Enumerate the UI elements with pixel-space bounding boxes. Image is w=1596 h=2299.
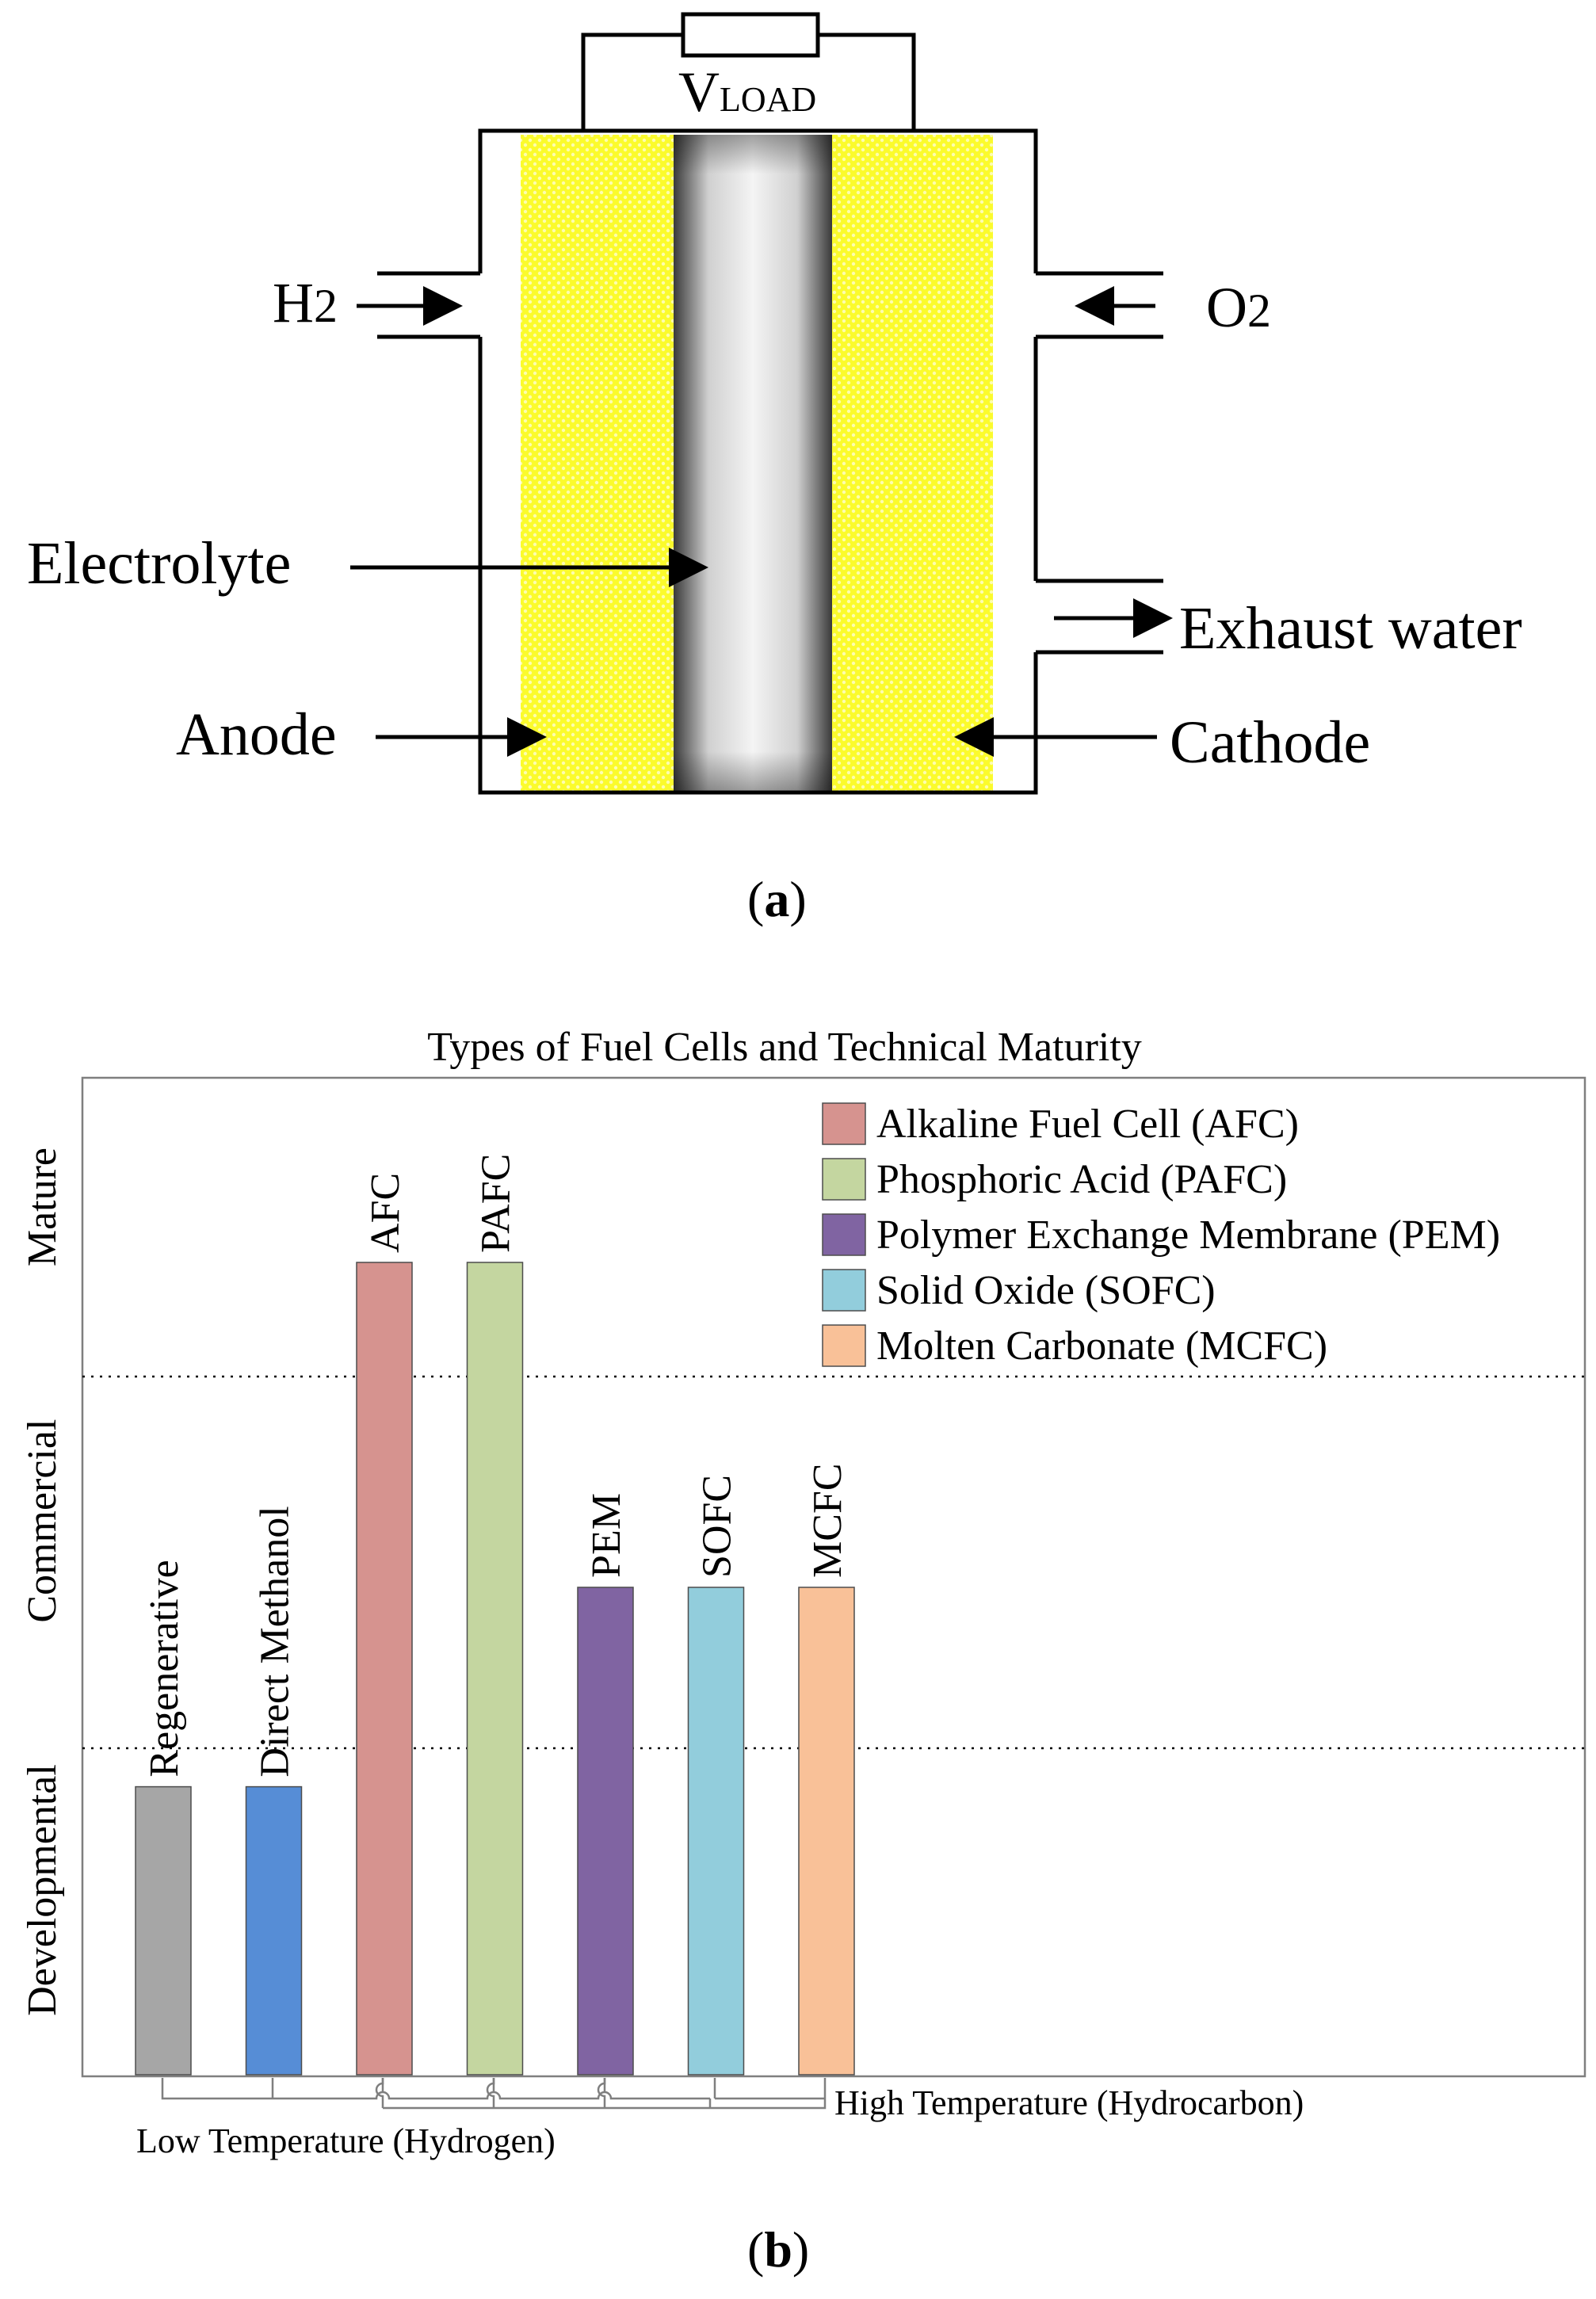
- legend-swatch: [822, 1102, 866, 1145]
- maturity-level-labels: Developmental Commercial Mature: [20, 1148, 65, 2016]
- bar-label: Direct Methanol: [253, 1506, 298, 1777]
- bar-direct-methanol: [245, 1785, 303, 2076]
- bar-label: Regenerative: [142, 1560, 187, 1777]
- bar-sofc: [687, 1587, 745, 2076]
- bar-mcfc: [798, 1587, 855, 2076]
- bar-group: [135, 1262, 855, 2076]
- bar-label: PAFC: [474, 1154, 519, 1253]
- fuel-cell-diagram: VLOAD H2: [27, 12, 1522, 927]
- temperature-group-brackets: [161, 2078, 827, 2110]
- legend: Alkaline Fuel Cell (AFC) Phosphoric Acid …: [822, 1102, 1500, 1369]
- load-resistor: [681, 12, 820, 58]
- maturity-level-label: Mature: [20, 1148, 65, 1266]
- maturity-level-label: Commercial: [20, 1419, 65, 1623]
- h2-label: H2: [273, 271, 338, 334]
- legend-swatch: [822, 1324, 866, 1367]
- anode-electrode: [521, 135, 674, 791]
- legend-label: Polymer Exchange Membrane (PEM): [876, 1213, 1500, 1258]
- bar-label: MCFC: [805, 1463, 850, 1578]
- high-temperature-label: High Temperature (Hydrocarbon): [834, 2083, 1304, 2122]
- legend-swatch: [822, 1213, 866, 1256]
- bar-label: AFC: [363, 1173, 408, 1253]
- legend-label: Alkaline Fuel Cell (AFC): [876, 1102, 1299, 1147]
- cell-housing: [377, 128, 1163, 795]
- o2-label: O2: [1206, 276, 1271, 339]
- plot-frame: [81, 1076, 1586, 2078]
- bar-regenerative: [135, 1785, 192, 2076]
- bar-label: PEM: [584, 1493, 629, 1578]
- load-label: VLOAD: [678, 60, 816, 124]
- legend-swatch: [822, 1158, 866, 1201]
- electrolyte-membrane-shade: [674, 135, 832, 791]
- bar-afc: [356, 1262, 413, 2076]
- bar-pem: [577, 1587, 634, 2076]
- load-wire: [818, 32, 916, 131]
- low-temperature-bracket: [161, 2078, 710, 2100]
- legend-swatch: [822, 1269, 866, 1312]
- panel-a-caption: (a): [747, 871, 807, 927]
- cathode-label: Cathode: [1170, 709, 1370, 776]
- bar-label-group: Regenerative Direct Methanol AFC PAFC PEM SOF…: [142, 1154, 850, 1778]
- maturity-level-label: Developmental: [20, 1764, 65, 2016]
- bar-pafc: [466, 1262, 524, 2076]
- cathode-electrode: [832, 135, 993, 791]
- legend-label: Solid Oxide (SOFC): [876, 1268, 1216, 1313]
- maturity-chart: Types of Fuel Cells and Technical Maturi…: [20, 1025, 1586, 2278]
- bar-label: SOFC: [695, 1475, 740, 1578]
- load-circuit: VLOAD: [581, 12, 916, 131]
- anode-label: Anode: [176, 701, 337, 768]
- high-temperature-bracket: [375, 2078, 827, 2110]
- electrolyte-label: Electrolyte: [27, 530, 291, 597]
- chart-title: Types of Fuel Cells and Technical Maturi…: [427, 1025, 1142, 1070]
- legend-label: Phosphoric Acid (PAFC): [876, 1157, 1287, 1202]
- exhaust-water-label: Exhaust water: [1179, 595, 1522, 662]
- legend-label: Molten Carbonate (MCFC): [876, 1323, 1327, 1369]
- load-wire: [581, 32, 683, 131]
- panel-b-caption: (b): [747, 2221, 809, 2278]
- flow-arrows: [350, 286, 1173, 757]
- low-temperature-label: Low Temperature (Hydrogen): [136, 2121, 556, 2160]
